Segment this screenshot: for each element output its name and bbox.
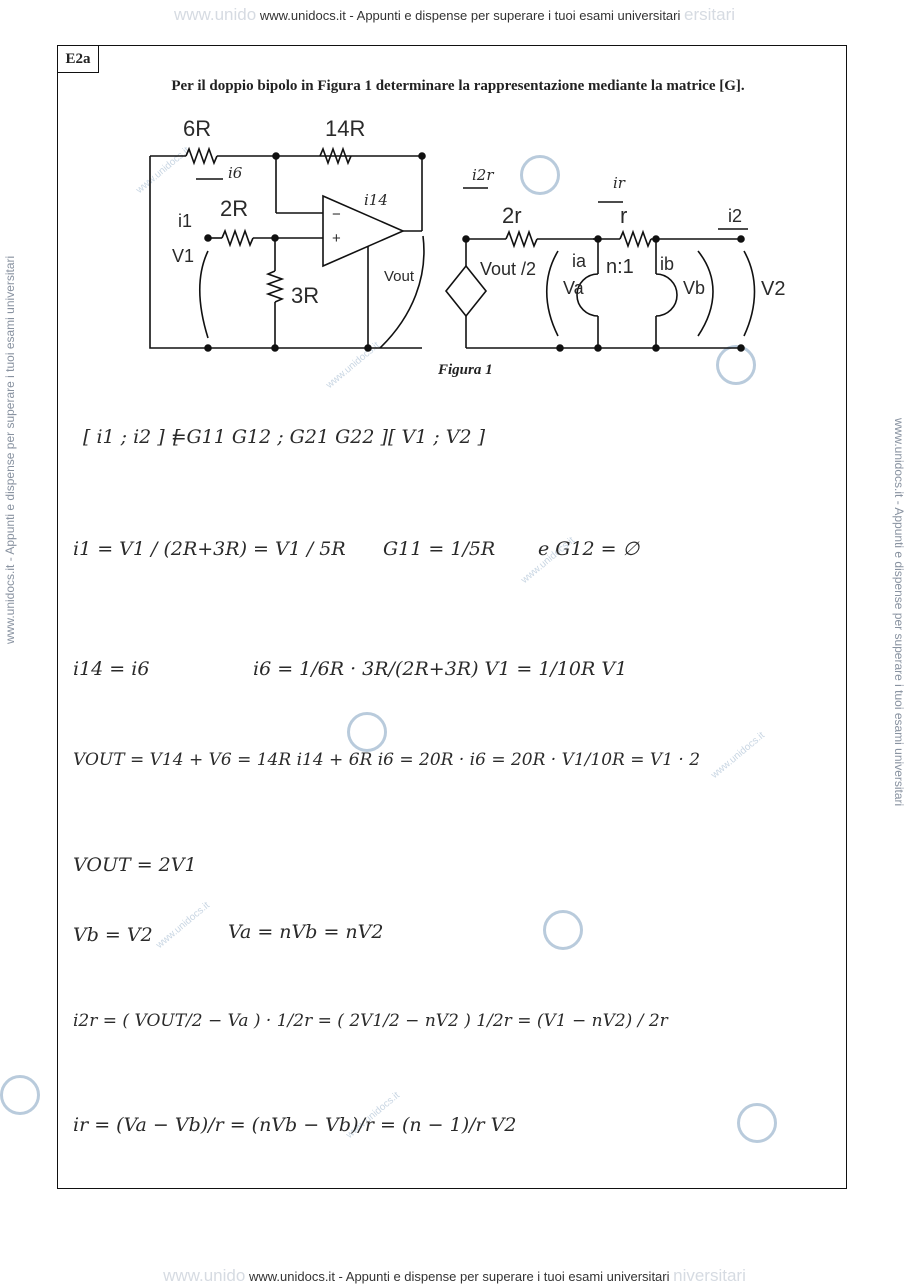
exercise-frame: E2a Per il doppio bipolo in Figura 1 det… (57, 45, 847, 1189)
watermark-logo-icon (347, 712, 387, 752)
eq-i6: i6 = 1/6R · 3R/(2R+3R) V1 = 1/10R V1 (253, 658, 628, 680)
label-ia: ia (572, 251, 587, 271)
label-ib: ib (660, 254, 675, 274)
eq-g12: e G12 = ∅ (538, 538, 640, 560)
eq-g11: G11 = 1/5R (383, 538, 496, 560)
label-2r: 2R (220, 196, 249, 221)
label-i1: i1 (178, 211, 193, 231)
eq-vout: VOUT = V14 + V6 = 14R i14 + 6R i6 = 20R … (73, 750, 701, 770)
watermark-logo-icon (716, 345, 756, 385)
label-ratio: n:1 (606, 256, 634, 278)
matrix-lhs: [ i1 ; i2 ] = (83, 426, 187, 448)
eq-i1: i1 = V1 / (2R+3R) = V1 / 5R (73, 538, 346, 560)
label-va: Va (563, 278, 584, 298)
watermark-logo-icon (0, 1075, 40, 1115)
eq-vb: Vb = V2 (73, 924, 153, 946)
ghost-left-text: www.unido (173, 5, 257, 24)
header-link[interactable]: www.unidocs.it - Appunti e dispense per … (259, 8, 681, 23)
label-minus: − (332, 206, 341, 223)
bottom-footer: www.unido www.unidocs.it - Appunti e dis… (0, 1266, 909, 1286)
exercise-prompt: Per il doppio bipolo in Figura 1 determi… (171, 78, 745, 94)
left-side-watermark: www.unidocs.it - Appunti e dispense per … (3, 255, 17, 644)
right-side-watermark: www.unidocs.it - Appunti e dispense per … (892, 418, 906, 807)
eq-va: Va = nVb = nV2 (228, 921, 384, 943)
footer-link[interactable]: www.unidocs.it - Appunti e dispense per … (248, 1269, 670, 1284)
label-ir: ir (613, 174, 625, 192)
label-r: r (620, 203, 628, 228)
label-2r-small: 2r (502, 203, 522, 228)
label-i2r: i2r (472, 166, 494, 184)
watermark-logo-icon (520, 155, 560, 195)
label-v1: V1 (172, 246, 195, 266)
label-i6: i6 (228, 164, 243, 182)
label-3r: 3R (291, 283, 320, 308)
figure-caption: Figura 1 (438, 362, 493, 378)
matrix-v: [ V1 ; V2 ] (388, 426, 486, 448)
label-14r: 14R (325, 116, 366, 141)
label-i14: i14 (364, 191, 388, 209)
label-i2: i2 (728, 206, 743, 226)
label-plus: + (332, 230, 341, 247)
label-6r: 6R (183, 116, 212, 141)
ghost-left-text-bottom: www.unido (163, 1266, 246, 1285)
ghost-right-text: ersitari (684, 5, 736, 24)
eq-i14: i14 = i6 (73, 658, 150, 680)
watermark-logo-icon (737, 1103, 777, 1143)
top-header: www.unido www.unidocs.it - Appunti e dis… (0, 5, 909, 25)
circuit-diagram (149, 146, 756, 352)
exercise-tag: E2a (58, 46, 99, 73)
label-vout: Vout (384, 268, 415, 285)
label-v2: V2 (761, 278, 786, 300)
eq-vout-result: VOUT = 2V1 (73, 854, 197, 876)
label-vout-half: Vout /2 (480, 259, 537, 279)
matrix-g: [ G11 G12 ; G21 G22 ] (173, 426, 388, 448)
eq-ir: ir = (Va − Vb)/r = (nVb − Vb)/r = (n − 1… (73, 1114, 517, 1136)
ghost-bottom-right-text: niversitari (673, 1266, 746, 1285)
watermark-logo-icon (543, 910, 583, 950)
eq-i2r: i2r = ( VOUT/2 − Va ) · 1/2r = ( 2V1/2 −… (73, 1011, 668, 1031)
label-vb: Vb (683, 278, 706, 298)
